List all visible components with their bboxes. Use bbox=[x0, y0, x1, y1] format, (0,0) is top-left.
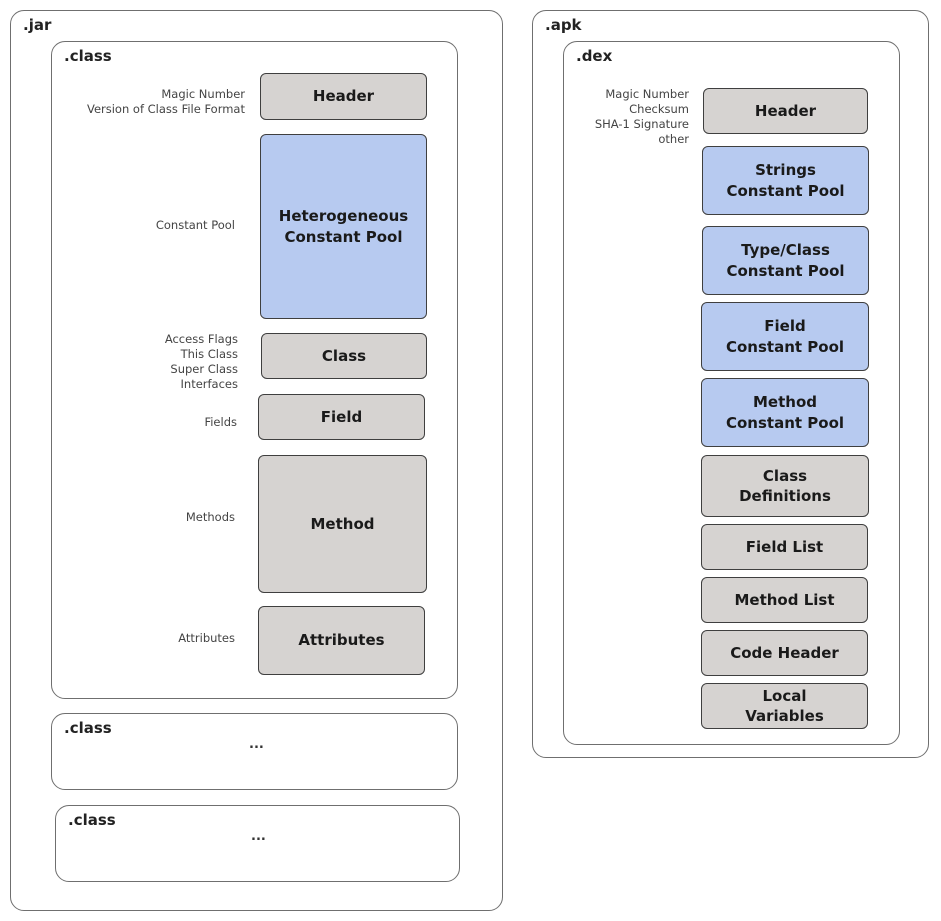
local-variables-block: Local Variables bbox=[701, 683, 868, 729]
dex-header-block: Header bbox=[703, 88, 868, 134]
dex-container: .dex Magic Number Checksum SHA-1 Signatu… bbox=[563, 41, 900, 745]
ellipsis-second: ... bbox=[249, 737, 264, 752]
class-container-main: .class Magic Number Version of Class Fil… bbox=[51, 41, 458, 699]
methods-note: Methods bbox=[185, 510, 235, 524]
attributes-note: Attributes bbox=[178, 631, 235, 645]
jar-label: .jar bbox=[23, 16, 52, 34]
header-block: Header bbox=[260, 73, 427, 120]
apk-container: .apk .dex Magic Number Checksum SHA-1 Si… bbox=[532, 10, 929, 758]
method-block: Method bbox=[258, 455, 427, 593]
field-list-block: Field List bbox=[701, 524, 868, 570]
dex-label: .dex bbox=[576, 47, 613, 65]
class-label-third: .class bbox=[68, 811, 116, 829]
code-header-block: Code Header bbox=[701, 630, 868, 676]
heterogeneous-constant-pool-block: Heterogeneous Constant Pool bbox=[260, 134, 427, 319]
type-class-constant-pool-block: Type/Class Constant Pool bbox=[702, 226, 869, 295]
dex-header-note: Magic Number Checksum SHA-1 Signature ot… bbox=[594, 87, 689, 146]
strings-constant-pool-block: Strings Constant Pool bbox=[702, 146, 869, 215]
header-note: Magic Number Version of Class File Forma… bbox=[86, 87, 245, 116]
class-container-second: .class ... bbox=[51, 713, 458, 790]
field-constant-pool-block: Field Constant Pool bbox=[701, 302, 869, 371]
fields-note: Fields bbox=[204, 415, 237, 429]
class-block: Class bbox=[261, 333, 427, 379]
attributes-block: Attributes bbox=[258, 606, 425, 675]
class-label-second: .class bbox=[64, 719, 112, 737]
method-constant-pool-block: Method Constant Pool bbox=[701, 378, 869, 447]
method-list-block: Method List bbox=[701, 577, 868, 623]
class-label-main: .class bbox=[64, 47, 112, 65]
constant-pool-note: Constant Pool bbox=[155, 218, 235, 232]
class-definitions-block: Class Definitions bbox=[701, 455, 869, 517]
field-block: Field bbox=[258, 394, 425, 440]
class-container-third: .class ... bbox=[55, 805, 460, 882]
ellipsis-third: ... bbox=[251, 829, 266, 844]
apk-label: .apk bbox=[545, 16, 582, 34]
jar-container: .jar .class Magic Number Version of Clas… bbox=[10, 10, 503, 911]
class-note: Access Flags This Class Super Class Inte… bbox=[164, 332, 238, 391]
